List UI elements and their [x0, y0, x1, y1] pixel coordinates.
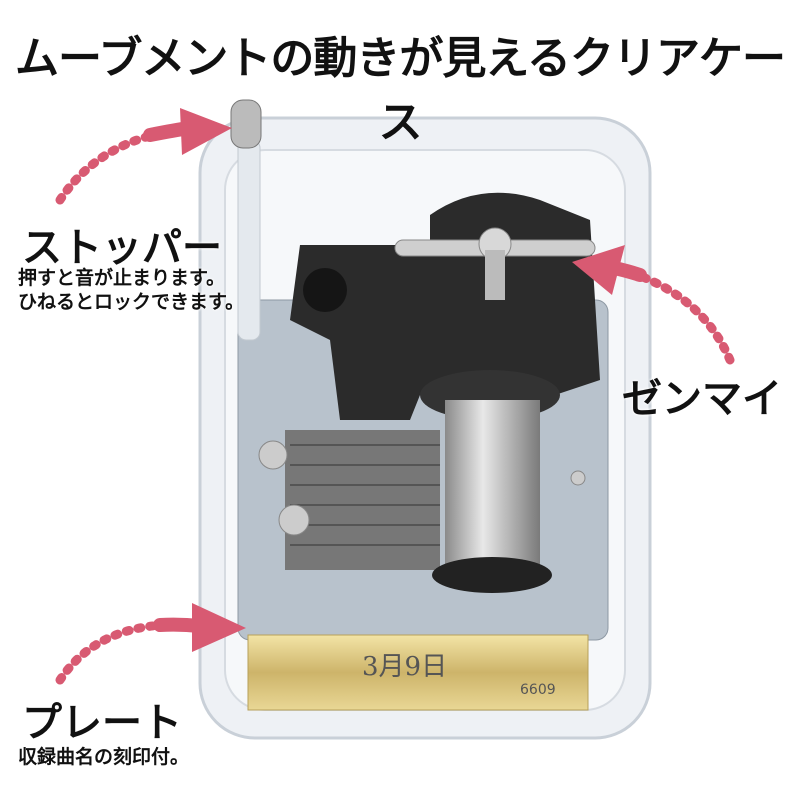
cylinder-base [432, 557, 552, 593]
stopper-note: 押すと音が止まります。 ひねるとロックできます。 [18, 266, 244, 314]
plate-engraving: 3月9日 [362, 652, 448, 682]
stopper-note-line: 押すと音が止まります。 [18, 267, 226, 289]
plate-arrow-head [192, 603, 246, 652]
stopper-label: ストッパー [22, 225, 222, 271]
page-title: ムーブメントの動きが見えるクリアケース [14, 33, 786, 148]
plate-label: プレート [22, 700, 182, 746]
screw [258, 440, 288, 470]
plate-arrow-tail [55, 620, 195, 685]
winder-key-shaft [485, 250, 505, 300]
plate-note: 収録曲名の刻印付。 [18, 746, 190, 768]
winder-label: ゼンマイ [622, 376, 782, 422]
screw [278, 504, 310, 536]
stopper-arrow-head [180, 108, 232, 155]
cylinder [445, 400, 540, 575]
plate-number: 6609 [520, 682, 556, 698]
stopper-note-line: ひねるとロックできます。 [18, 291, 245, 313]
callout-arrow-heads [180, 108, 625, 652]
stopper-knob [230, 99, 262, 149]
name-plate [247, 634, 589, 711]
screw [570, 470, 586, 486]
housing-hole [303, 268, 347, 312]
comb-teeth [290, 444, 440, 546]
comb [285, 430, 440, 570]
winder-arrow-head [572, 245, 625, 295]
